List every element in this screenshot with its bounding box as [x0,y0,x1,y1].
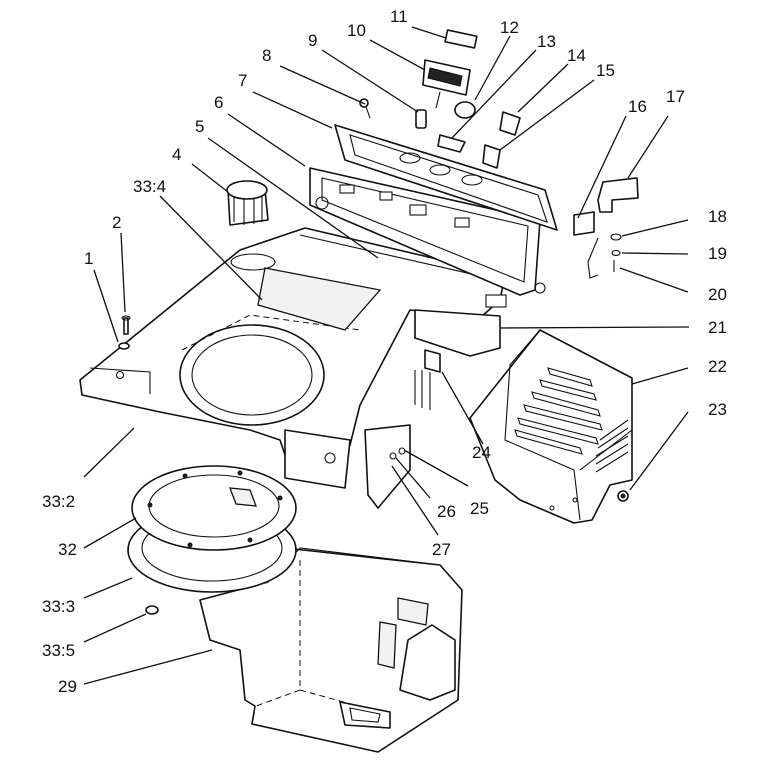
callout-19: 19 [708,244,727,263]
callout-33-5: 33:5 [42,641,75,660]
callout-labels: 1 2 4 33:4 5 6 7 8 9 10 11 12 13 14 15 1… [42,7,727,696]
callout-6: 6 [214,93,223,112]
callout-11: 11 [390,7,408,26]
callout-2: 2 [112,213,121,232]
main-frame-part [79,227,521,509]
callout-23: 23 [708,400,727,419]
shroud-screw-part [617,490,629,502]
shroud-vent-slots [514,367,629,473]
callout-27: 27 [432,540,451,559]
callout-17: 17 [666,87,685,106]
callout-16: 16 [628,97,647,116]
leader-lines [83,26,690,685]
right-small-parts [573,177,639,279]
nut-part [145,605,159,615]
callout-15: 15 [596,61,615,80]
callout-9: 9 [308,31,317,50]
callout-33-4: 33:4 [133,177,166,196]
callout-4: 4 [172,145,181,164]
control-panel-cover [334,124,558,231]
fuel-cap-part [226,180,276,271]
callout-26: 26 [437,502,456,521]
flange-ring-part [131,465,297,551]
small-top-parts [359,29,521,169]
lower-housing-part [199,547,463,753]
bracket-part [414,309,501,357]
callout-33-3: 33:3 [42,597,75,616]
callout-1: 1 [84,249,93,268]
callout-33-2: 33:2 [42,492,75,511]
callout-5: 5 [195,117,204,136]
callout-12: 12 [500,18,519,37]
callout-25: 25 [470,499,489,518]
fasteners-left [118,315,131,350]
dash-panel-part [309,167,546,308]
callout-13: 13 [537,32,556,51]
callout-10: 10 [347,21,366,40]
callout-21: 21 [708,318,727,337]
callout-20: 20 [708,285,727,304]
callout-18: 18 [708,207,727,226]
callout-32: 32 [58,540,77,559]
callout-24: 24 [472,443,491,462]
callout-8: 8 [262,46,271,65]
terminal-bracket-part [414,349,441,410]
engine-shroud-part [469,329,633,524]
callout-14: 14 [567,46,586,65]
callout-29: 29 [58,677,77,696]
callout-7: 7 [238,71,247,90]
callout-22: 22 [708,357,727,376]
